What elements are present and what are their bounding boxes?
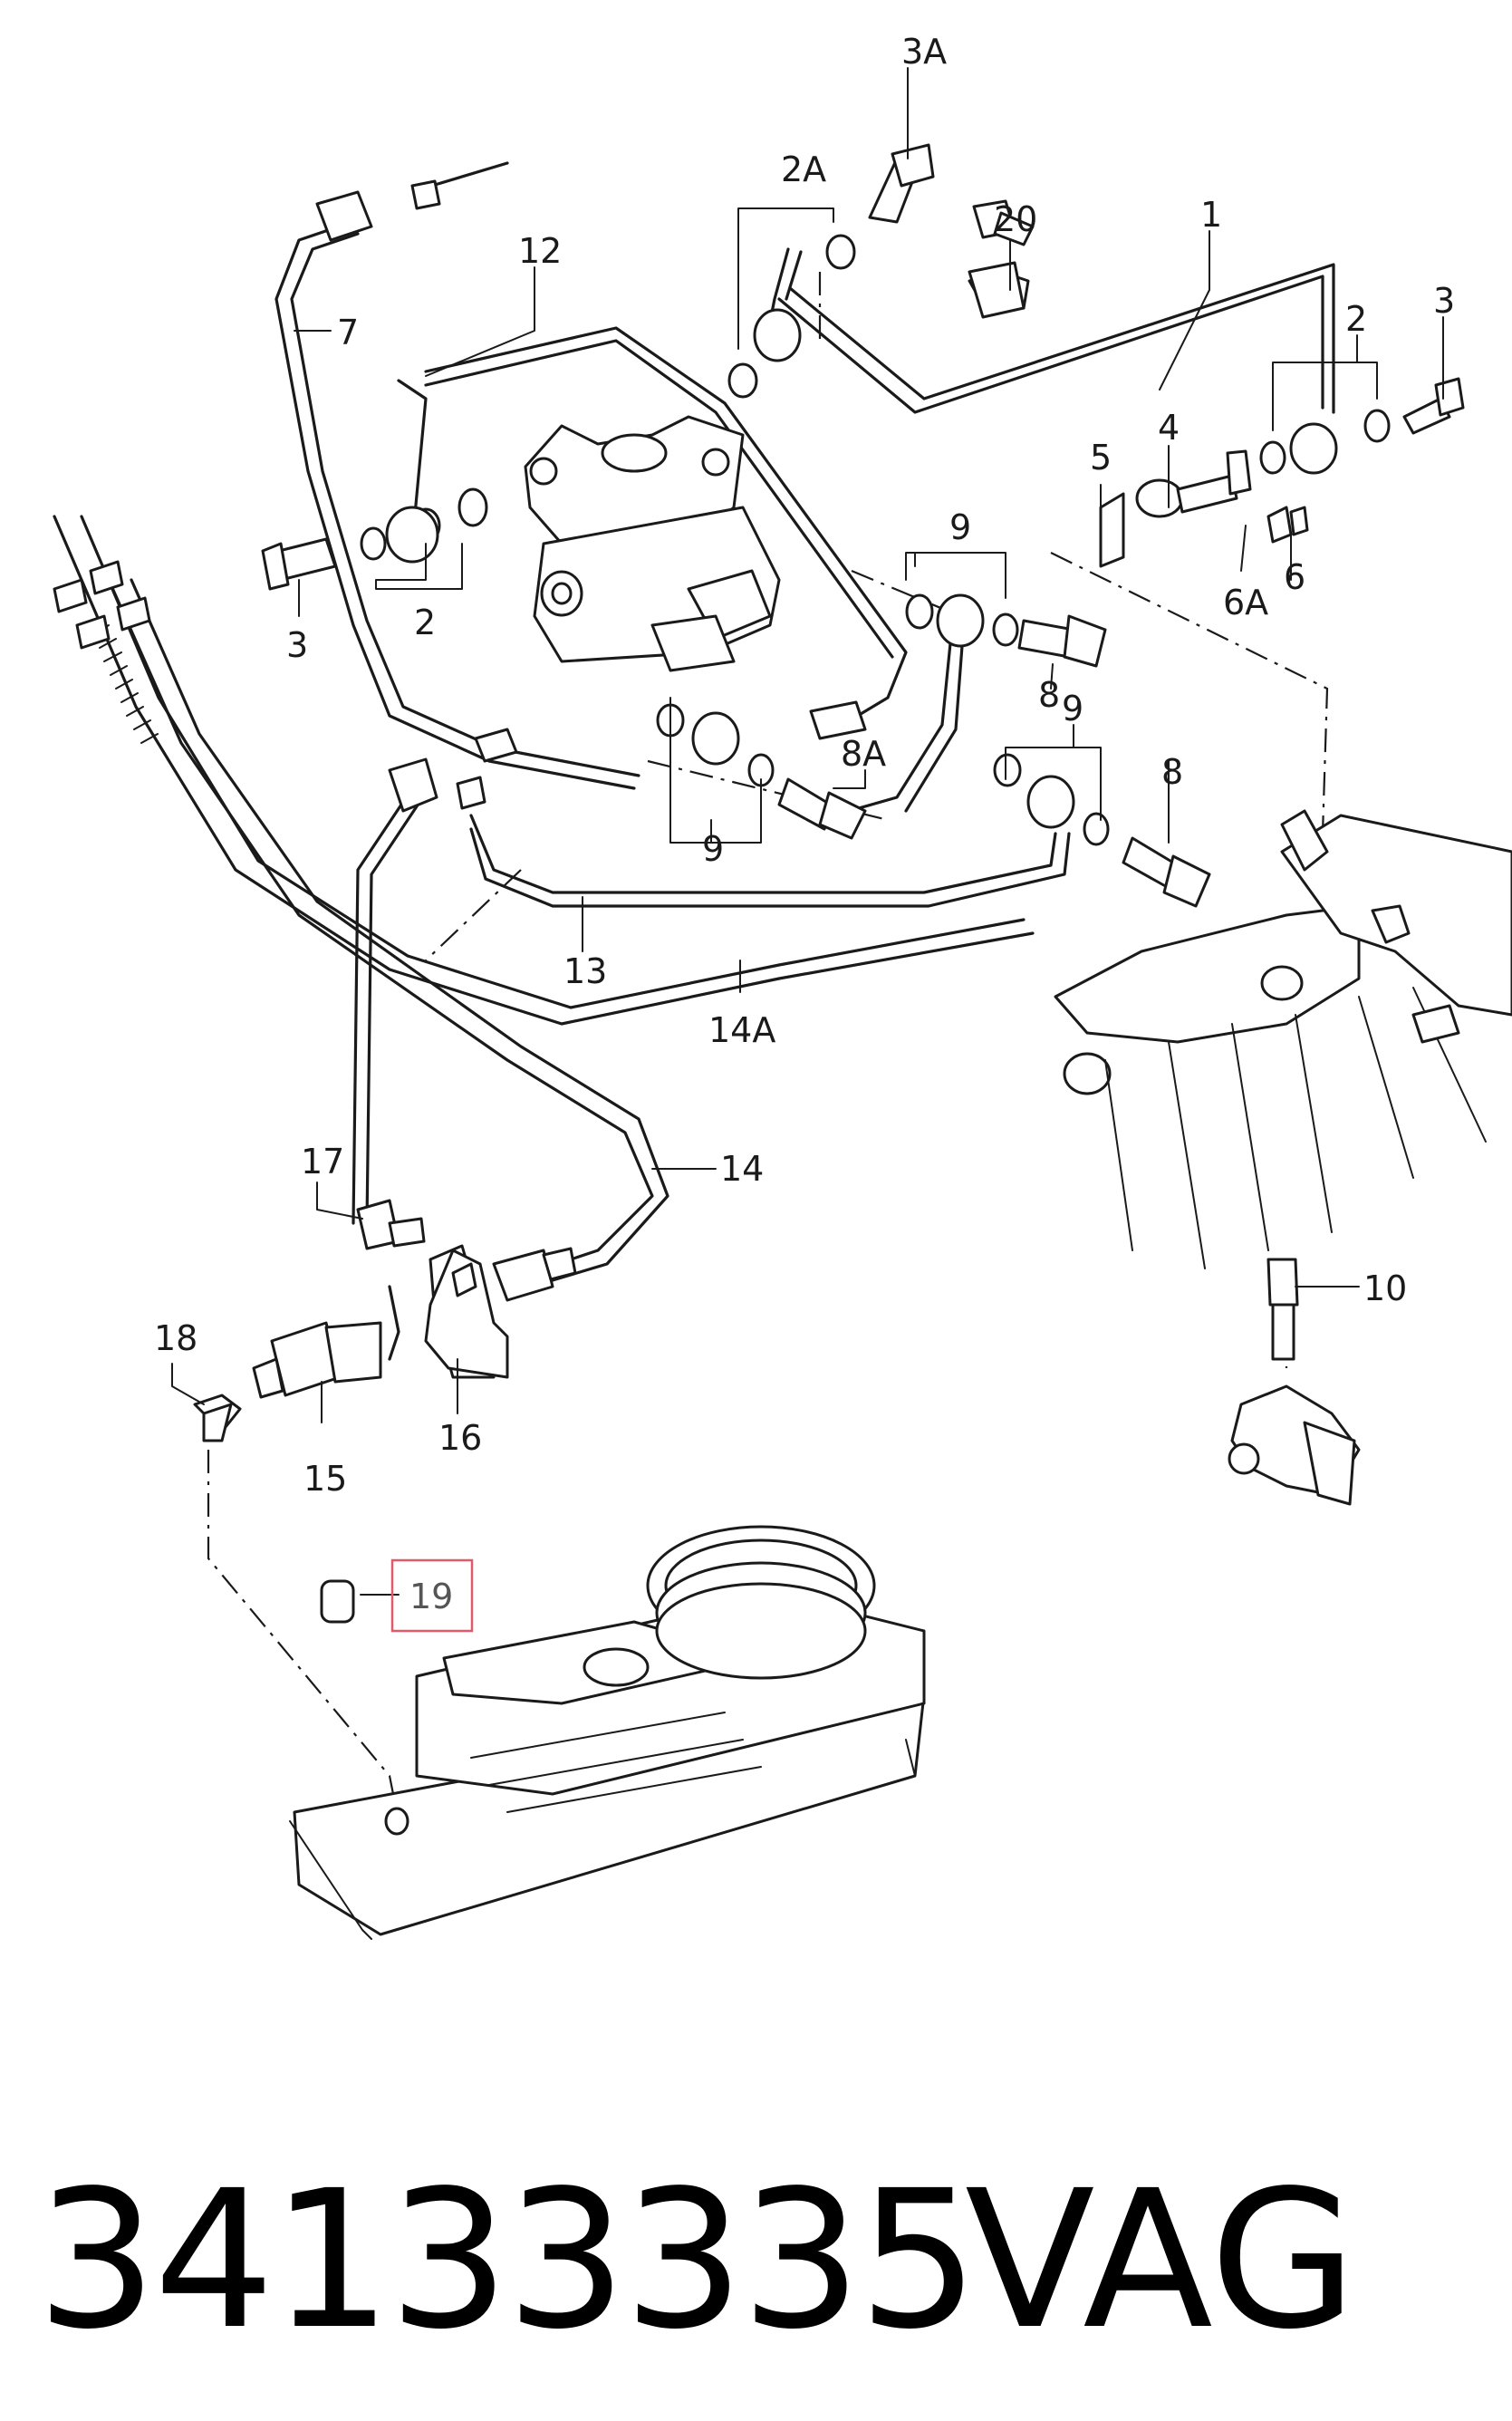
callout-2-left: 2 [414,603,436,642]
callout-9-top: 9 [949,507,971,547]
callout-8-right: 8 [1161,752,1183,792]
sensor-10 [1228,1258,1361,1506]
part-number: 34133335 [36,2149,979,2371]
callout-3A: 3A [901,32,947,72]
throttle-body [289,1525,926,1940]
callout-6: 6 [1284,557,1305,597]
leader-lines [171,67,1444,1596]
brake-lines [53,161,1335,1361]
fittings [53,143,1465,1302]
callout-14: 14 [720,1149,764,1189]
callout-20: 20 [994,199,1037,239]
callout-5: 5 [1090,438,1112,477]
bracket-16 [424,1249,509,1379]
callout-4: 4 [1158,408,1180,448]
callout-15: 15 [303,1459,347,1499]
clip-20 [968,261,1026,319]
callout-9-mid: 9 [702,829,724,869]
callout-13: 13 [563,951,607,991]
callout-2A: 2A [781,150,826,189]
callout-10: 10 [1363,1268,1407,1308]
callout-8-top: 8 [1038,675,1060,715]
callout-3-right: 3 [1433,281,1455,321]
callout-18: 18 [154,1318,197,1358]
callout-7: 7 [337,313,359,352]
brand-label: VAG [965,2149,1357,2371]
parts-diagram: 3A 2A 20 1 2 3 4 5 6A 6 12 7 3 2 9 8 9 8… [53,32,1512,1940]
callout-14A: 14A [708,1010,775,1050]
callout-labels: 3A 2A 20 1 2 3 4 5 6A 6 12 7 3 2 9 8 9 8… [154,32,1455,1633]
callout-2-right: 2 [1345,299,1367,339]
callout-3-left: 3 [286,625,308,665]
callout-16: 16 [438,1418,482,1458]
callout-19: 19 [409,1577,453,1616]
valve-block [524,415,781,672]
callout-9-right: 9 [1062,689,1083,728]
callout-1: 1 [1200,195,1222,235]
callout-6A: 6A [1223,583,1268,622]
highlight-box-19 [390,1558,474,1633]
callout-17: 17 [301,1142,344,1182]
engine-block [1054,809,1512,1269]
callout-8A: 8A [841,734,886,774]
callout-12: 12 [518,231,562,271]
